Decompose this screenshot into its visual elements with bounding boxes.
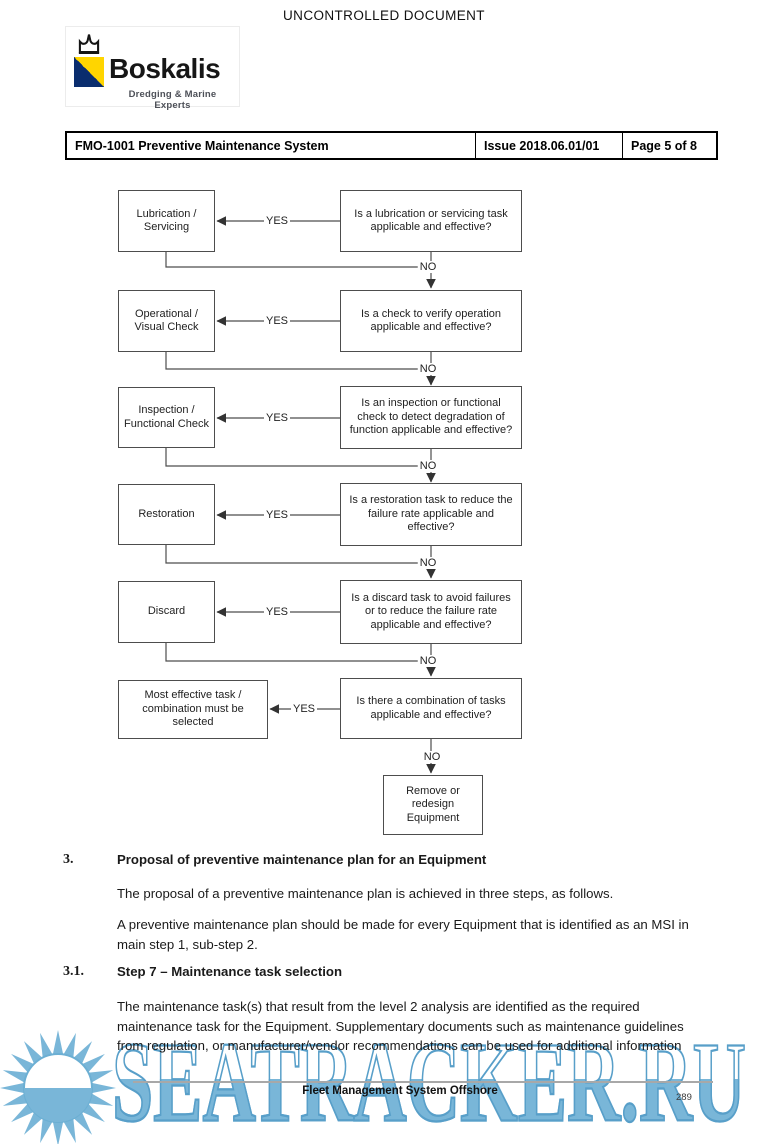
footer-title: Fleet Management System Offshore (302, 1085, 498, 1097)
section-3-1-title: Step 7 – Maintenance task selection (117, 964, 343, 979)
no-label: NO (417, 261, 439, 273)
boskalis-logo: Boskalis Dredging & Marine Experts (65, 26, 240, 111)
no-label: NO (417, 460, 439, 472)
section-3-paragraph-2: A preventive maintenance plan should be … (117, 915, 717, 954)
yes-label: YES (263, 315, 291, 327)
doc-issue-cell: Issue 2018.06.01/01 (475, 133, 622, 158)
task-box-operational: Operational / Visual Check (118, 290, 215, 352)
logo-tagline: Dredging & Marine Experts (128, 89, 217, 111)
task-box-discard: Discard (118, 581, 215, 643)
question-label: Is there a combination of tasks applicab… (356, 695, 506, 721)
no-label: NO (417, 655, 439, 667)
terminal-box-remove-redesign: Remove or redesign Equipment (383, 775, 483, 835)
section-3-1-number: 3.1. (63, 964, 84, 979)
task-label: Most effective task / combination must b… (142, 689, 244, 729)
paragraph-line: main step 1, sub-step 2. (117, 936, 258, 952)
section-3-paragraph-1: The proposal of a preventive maintenance… (117, 886, 614, 901)
paragraph-line: The maintenance task(s) that result from… (117, 999, 640, 1014)
no-label: NO (417, 363, 439, 375)
no-label: NO (421, 751, 443, 763)
question-label: Is a lubrication or servicing task appli… (354, 207, 508, 234)
boskalis-flag-icon (74, 57, 104, 87)
question-box-restoration: Is a restoration task to reduce the fail… (340, 483, 522, 546)
footer-divider (133, 1081, 713, 1083)
question-box-combination: Is there a combination of tasks applicab… (340, 678, 522, 739)
page-number: 289 (676, 1092, 692, 1103)
task-label: Restoration (138, 507, 195, 520)
question-label: Is an inspection or functional check to … (349, 397, 513, 437)
task-label: Operational / Visual Check (134, 307, 199, 334)
question-box-operational: Is a check to verify operation applicabl… (340, 290, 522, 352)
logo-brand-text: Boskalis (109, 53, 221, 84)
crown-icon (78, 34, 100, 55)
section-3-number: 3. (63, 852, 74, 867)
yes-label: YES (263, 412, 291, 424)
task-box-combination: Most effective task / combination must b… (118, 680, 268, 739)
section-3-1-paragraph-1: The maintenance task(s) that result from… (117, 997, 717, 1056)
doc-title-cell: FMO-1001 Preventive Maintenance System (75, 138, 329, 153)
yes-label: YES (263, 606, 291, 618)
seatracker-sun-icon (0, 1030, 116, 1144)
question-label: Is a restoration task to reduce the fail… (349, 494, 513, 534)
question-box-inspection: Is an inspection or functional check to … (340, 386, 522, 449)
section-3-title: Proposal of preventive maintenance plan … (117, 852, 487, 867)
task-box-restoration: Restoration (118, 484, 215, 545)
task-label: Discard (147, 605, 186, 618)
task-box-inspection: Inspection / Functional Check (118, 387, 215, 448)
question-label: Is a check to verify operation applicabl… (360, 307, 501, 334)
yes-label: YES (263, 215, 291, 227)
flowchart-connectors (165, 216, 436, 774)
task-label: Inspection / Functional Check (124, 404, 209, 430)
task-box-lubrication: Lubrication / Servicing (118, 190, 215, 252)
yes-label: YES (263, 509, 291, 521)
no-label: NO (417, 557, 439, 569)
yes-label: YES (290, 703, 318, 715)
task-label: Lubrication / Servicing (136, 207, 197, 234)
question-label: Is a discard task to avoid failures or t… (351, 591, 511, 631)
question-box-lubrication: Is a lubrication or servicing task appli… (340, 190, 522, 252)
document-header-table: FMO-1001 Preventive Maintenance System I… (65, 131, 718, 160)
paragraph-line: maintenance task for the Equipment. Supp… (117, 1018, 684, 1034)
question-box-discard: Is a discard task to avoid failures or t… (340, 580, 522, 644)
terminal-label: Remove or redesign Equipment (406, 784, 460, 824)
doc-page-cell: Page 5 of 8 (622, 133, 716, 158)
paragraph-line: from regulation, or manufacturer/vendor … (117, 1038, 682, 1053)
paragraph-line: A preventive maintenance plan should be … (117, 917, 689, 932)
uncontrolled-document-label: UNCONTROLLED DOCUMENT (283, 8, 485, 23)
